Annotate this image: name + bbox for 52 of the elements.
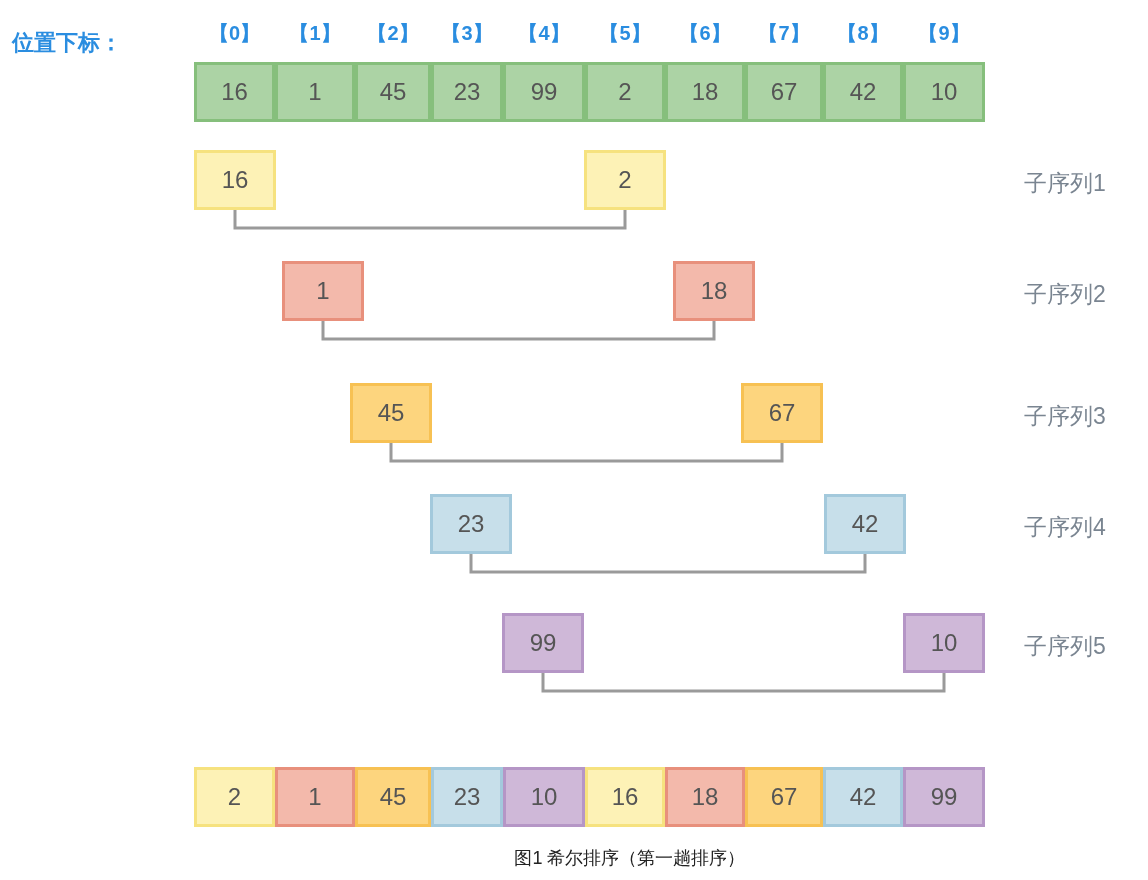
bracket-connector [321,321,716,341]
number-cell: 23 [431,62,503,122]
number-cell: 99 [903,767,985,827]
number-cell: 16 [194,150,276,210]
index-label: 【2】 [366,21,420,46]
bracket-connector [233,210,627,230]
index-label: 【9】 [917,21,971,46]
number-cell: 18 [673,261,755,321]
number-cell: 1 [275,767,355,827]
index-label: 【8】 [836,21,890,46]
number-cell: 42 [823,62,903,122]
subsequence-label: 子序列4 [1024,513,1106,542]
subsequence-label: 子序列2 [1024,280,1106,309]
number-cell: 10 [903,613,985,673]
number-cell: 10 [503,767,585,827]
number-cell: 18 [665,767,745,827]
subsequence-label: 子序列1 [1024,169,1106,198]
index-label: 【3】 [440,21,494,46]
number-cell: 45 [350,383,432,443]
index-label: 【4】 [517,21,571,46]
subsequence-label: 子序列3 [1024,402,1106,431]
number-cell: 99 [502,613,584,673]
number-cell: 1 [275,62,355,122]
number-cell: 45 [355,62,431,122]
bracket-connector [469,554,867,574]
bracket-connector [541,673,946,693]
index-heading: 位置下标： [12,29,122,57]
index-label: 【5】 [598,21,652,46]
number-cell: 67 [745,767,823,827]
number-cell: 10 [903,62,985,122]
index-label: 【7】 [757,21,811,46]
number-cell: 16 [194,62,275,122]
number-cell: 67 [741,383,823,443]
number-cell: 42 [823,767,903,827]
number-cell: 18 [665,62,745,122]
index-label: 【1】 [288,21,342,46]
number-cell: 42 [824,494,906,554]
caption: 图1 希尔排序（第一趟排序） [513,847,747,870]
number-cell: 67 [745,62,823,122]
number-cell: 2 [194,767,275,827]
number-cell: 99 [503,62,585,122]
number-cell: 45 [355,767,431,827]
number-cell: 16 [585,767,665,827]
number-cell: 23 [430,494,512,554]
index-label: 【6】 [678,21,732,46]
index-label: 【0】 [207,21,262,46]
number-cell: 23 [431,767,503,827]
subsequence-label: 子序列5 [1024,632,1106,661]
bracket-connector [389,443,784,463]
number-cell: 2 [585,62,665,122]
number-cell: 2 [584,150,666,210]
number-cell: 1 [282,261,364,321]
